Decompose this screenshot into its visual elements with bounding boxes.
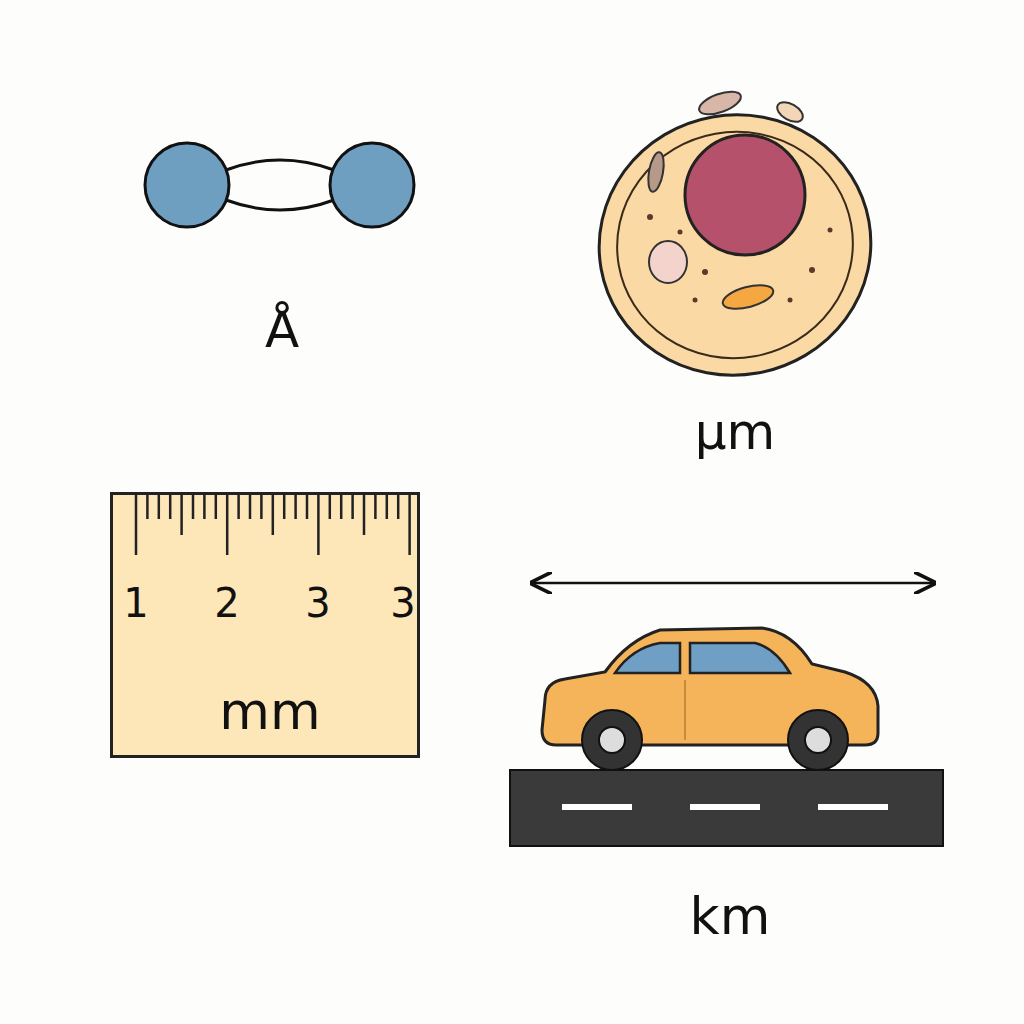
ruler-number: 3 [390,583,415,623]
unit-label: Å [265,305,299,355]
unit-label: mm [219,685,320,737]
ruler-tick [158,495,161,519]
molecule-icon [145,143,414,227]
cell-icon [578,87,891,397]
ruler-tick [237,495,240,519]
ruler-tick [351,495,354,519]
ruler-tick [363,495,366,535]
ruler-number: 2 [214,583,239,623]
ruler-tick [146,495,149,519]
ruler: 1 2 3 3 mm [110,492,420,758]
car-scene [510,583,943,846]
ruler-tick [317,495,320,555]
ruler-tick [294,495,297,519]
ruler-tick [192,495,195,519]
ruler-number: 3 [305,583,330,623]
ruler-tick [329,495,332,519]
ruler-tick [272,495,275,535]
ruler-tick [283,495,286,519]
ruler-tick [169,495,172,519]
ruler-tick [226,495,229,555]
unit-label: km [690,890,771,942]
ruler-tick [215,495,218,519]
ruler-tick [397,495,400,519]
ruler-number: 1 [123,583,148,623]
ruler-tick [203,495,206,519]
ruler-tick [340,495,343,519]
ruler-tick [260,495,263,519]
ruler-tick [249,495,252,519]
ruler-tick [386,495,389,519]
ruler-tick [180,495,183,535]
unit-label: µm [695,407,776,457]
ruler-tick [408,495,411,555]
ruler-tick [374,495,377,519]
ruler-tick [306,495,309,519]
ruler-tick [135,495,138,555]
